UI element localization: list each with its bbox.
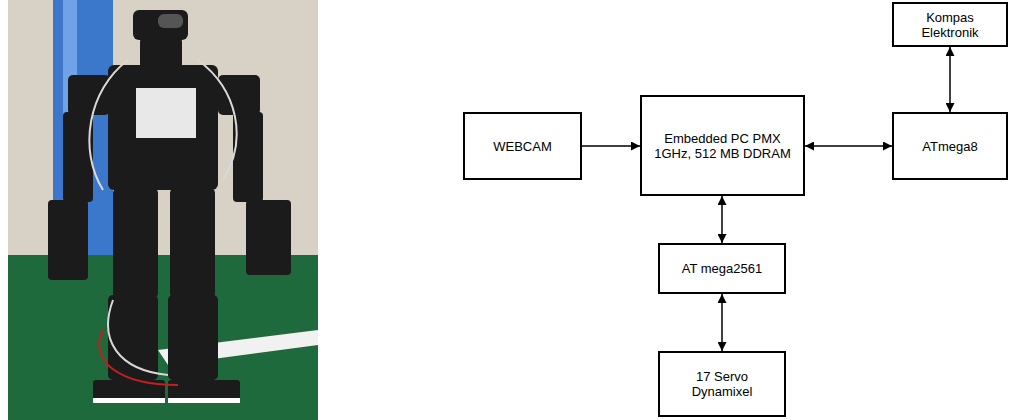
power-cable (99, 330, 178, 385)
photo-wall (8, 0, 318, 420)
process-box: 17 Servo Dynamixel (658, 351, 786, 417)
box-label: ATmega8 (922, 139, 977, 154)
foot-sole (93, 398, 165, 403)
robot-camera (158, 14, 183, 28)
box-label: Embedded PC PMX 1GHz, 512 MB DDRAM (648, 131, 797, 161)
box-label: 17 Servo Dynamixel (682, 369, 762, 399)
process-box: Embedded PC PMX 1GHz, 512 MB DDRAM (640, 95, 805, 196)
box-label: WEBCAM (493, 139, 552, 154)
box-label: Kompas Elektronik (910, 10, 990, 40)
controller-board (136, 88, 196, 138)
connector-arrow (721, 294, 723, 351)
connector-arrow (805, 145, 892, 147)
foot-sole (168, 398, 240, 403)
process-box: Kompas Elektronik (892, 2, 1008, 47)
process-box: WEBCAM (463, 112, 582, 180)
box-label: AT mega2561 (682, 261, 762, 276)
cable (89, 60, 236, 375)
process-box: ATmega8 (892, 112, 1008, 180)
process-box: AT mega2561 (658, 243, 786, 294)
robot-body (48, 10, 291, 400)
connector-arrow (721, 196, 723, 243)
connector-arrow (949, 47, 951, 112)
robot-photo (8, 0, 318, 420)
connector-arrow (582, 145, 640, 147)
